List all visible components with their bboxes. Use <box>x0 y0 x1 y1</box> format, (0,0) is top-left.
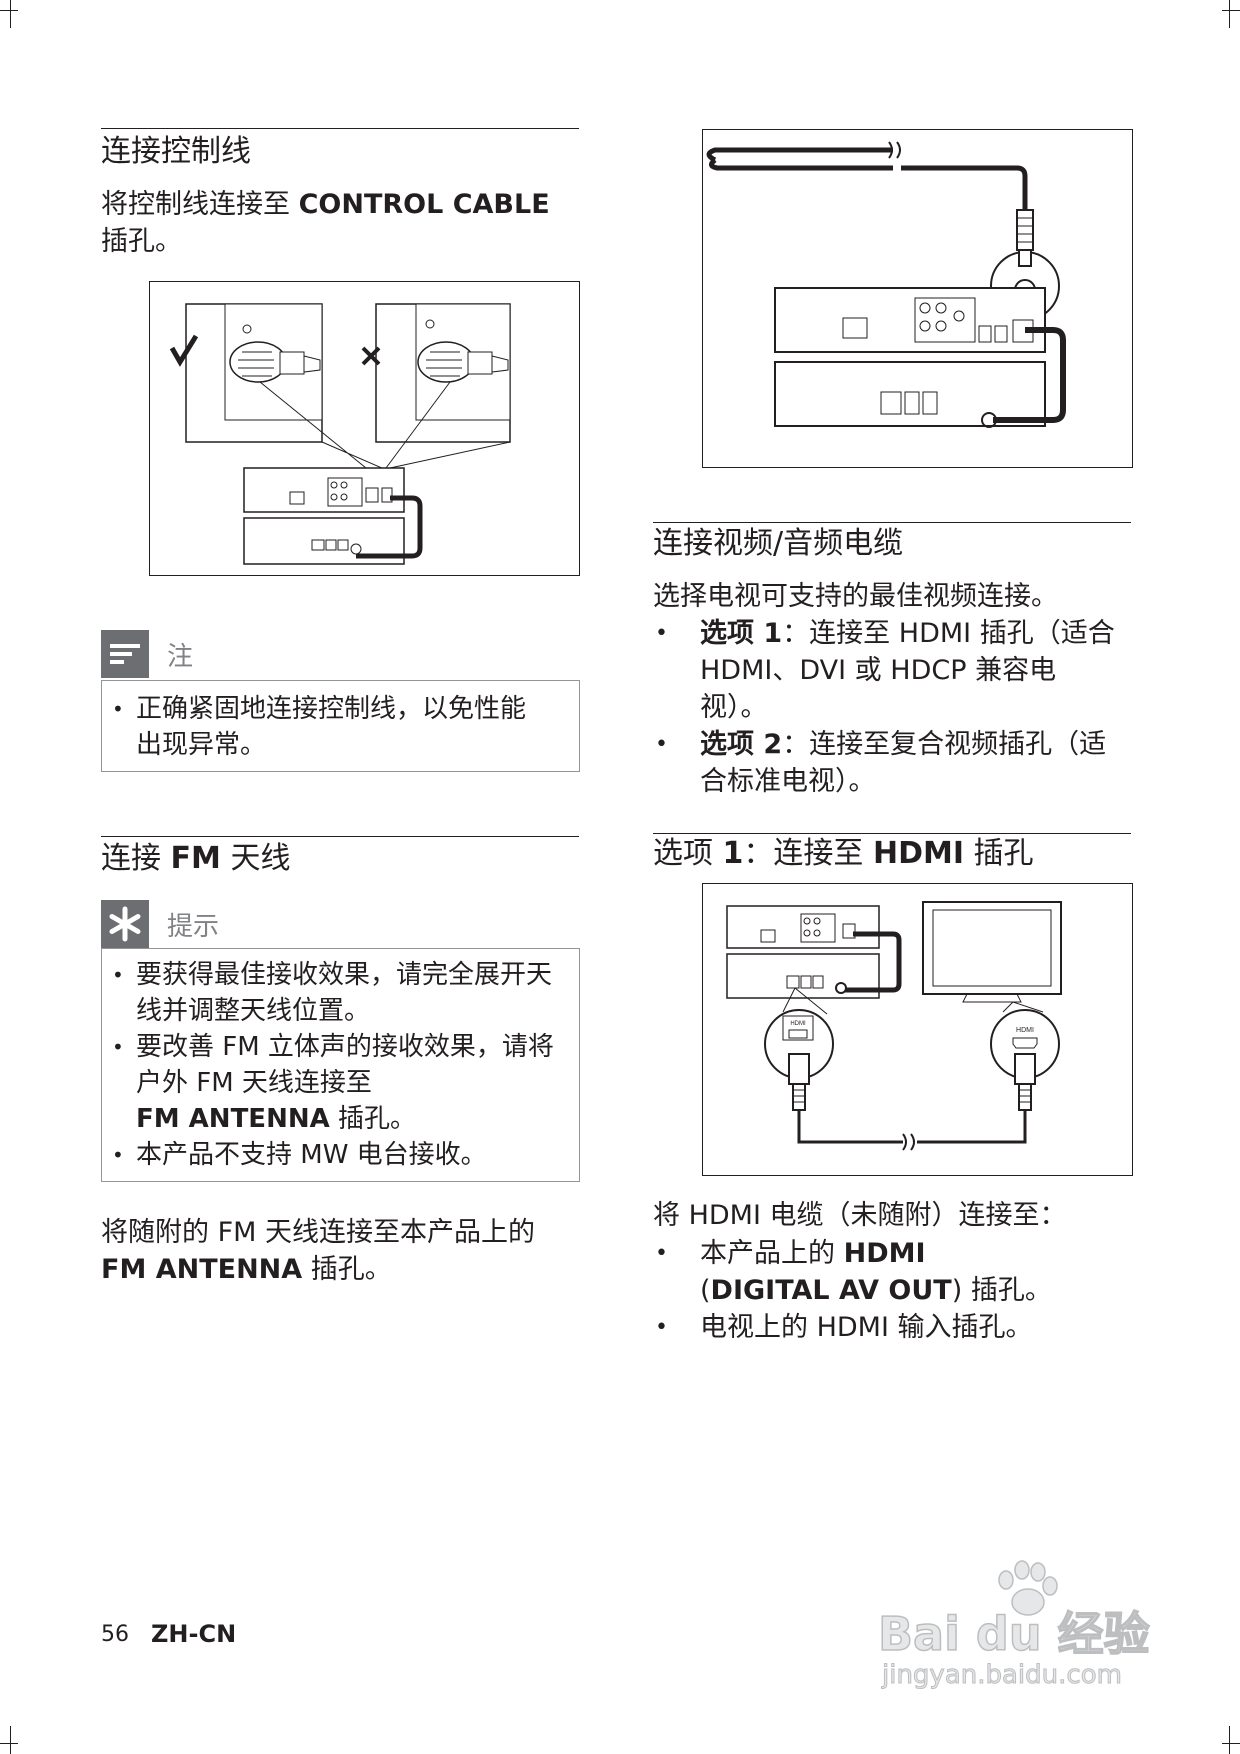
hdmi-list-item: •电视上的 HDMI 输入插孔。 <box>655 1312 1033 1343</box>
hdmi-list-item: •本产品上的 HDMI(DIGITAL AV OUT) 插孔。 <box>655 1238 1052 1306</box>
section-title-hdmi: 选项 1：连接至 HDMI 插孔 <box>653 836 1034 871</box>
paw-icon <box>998 1560 1058 1616</box>
tip-item: •本产品不支持 MW 电台接收。 <box>112 1140 487 1170</box>
asterisk-icon <box>101 900 149 948</box>
note-item: •正确紧固地连接控制线，以免性能出现异常。 <box>112 694 527 760</box>
hdmi-figure: HDMI HDMI <box>702 883 1133 1176</box>
hdmi-port-label: HDMI <box>790 1021 806 1027</box>
crop-mark <box>10 1726 11 1754</box>
crop-mark <box>0 1743 18 1744</box>
section-title-control-cable: 连接控制线 <box>101 134 251 169</box>
section-title-av-cable: 连接视频/音频电缆 <box>653 526 904 561</box>
language-code: ZH-CN <box>151 1620 237 1648</box>
control-cable-text: 将控制线连接至 CONTROL CABLE 插孔。 <box>101 189 550 257</box>
crop-mark <box>1222 10 1240 11</box>
crop-mark <box>1229 0 1230 28</box>
tip-box: •要获得最佳接收效果，请完全展开天线并调整天线位置。 •要改善 FM 立体声的接… <box>101 948 580 1182</box>
av-option-2: •选项 2：连接至复合视频插孔（适合标准电视）。 <box>655 729 1107 797</box>
crop-mark <box>10 0 11 28</box>
tip-header: 提示 <box>101 900 301 948</box>
note-label: 注 <box>167 642 194 672</box>
tv-hdmi-label: HDMI <box>1016 1027 1034 1034</box>
fm-antenna-figure: FM <box>702 129 1133 468</box>
control-cable-figure <box>149 281 580 576</box>
av-option-1: •选项 1：连接至 HDMI 插孔（适合 HDMI、DVI 或 HDCP 兼容电… <box>655 618 1115 723</box>
crop-mark <box>1222 1743 1240 1744</box>
section-rule <box>101 128 579 129</box>
fm-antenna-text: 将随附的 FM 天线连接至本产品上的 FM ANTENNA 插孔。 <box>101 1217 535 1285</box>
tip-label: 提示 <box>167 912 220 942</box>
baidu-watermark: Bai du 经验 jingyan.baidu.com <box>877 1560 1178 1700</box>
hdmi-list: •本产品上的 HDMI(DIGITAL AV OUT) 插孔。 •电视上的 HD… <box>653 1235 1123 1346</box>
section-title-fm-antenna: 连接 FM 天线 <box>101 841 291 876</box>
hdmi-intro-text: 将 HDMI 电缆（未随附）连接至： <box>653 1200 1067 1231</box>
section-rule <box>653 833 1131 834</box>
tip-item: •要获得最佳接收效果，请完全展开天线并调整天线位置。 <box>112 960 553 1026</box>
note-box: •正确紧固地连接控制线，以免性能出现异常。 <box>101 680 580 772</box>
crop-mark <box>1229 1726 1230 1754</box>
section-rule <box>653 522 1131 523</box>
av-options-list: •选项 1：连接至 HDMI 插孔（适合 HDMI、DVI 或 HDCP 兼容电… <box>653 615 1123 800</box>
page-number: 56 <box>101 1622 129 1647</box>
av-intro-text: 选择电视可支持的最佳视频连接。 <box>653 581 1058 612</box>
note-icon <box>101 630 149 678</box>
section-rule <box>101 836 579 837</box>
note-header: 注 <box>101 630 301 678</box>
crop-mark <box>0 10 18 11</box>
watermark-brand: Bai du 经验 <box>877 1606 1150 1662</box>
watermark-url: jingyan.baidu.com <box>882 1660 1123 1691</box>
